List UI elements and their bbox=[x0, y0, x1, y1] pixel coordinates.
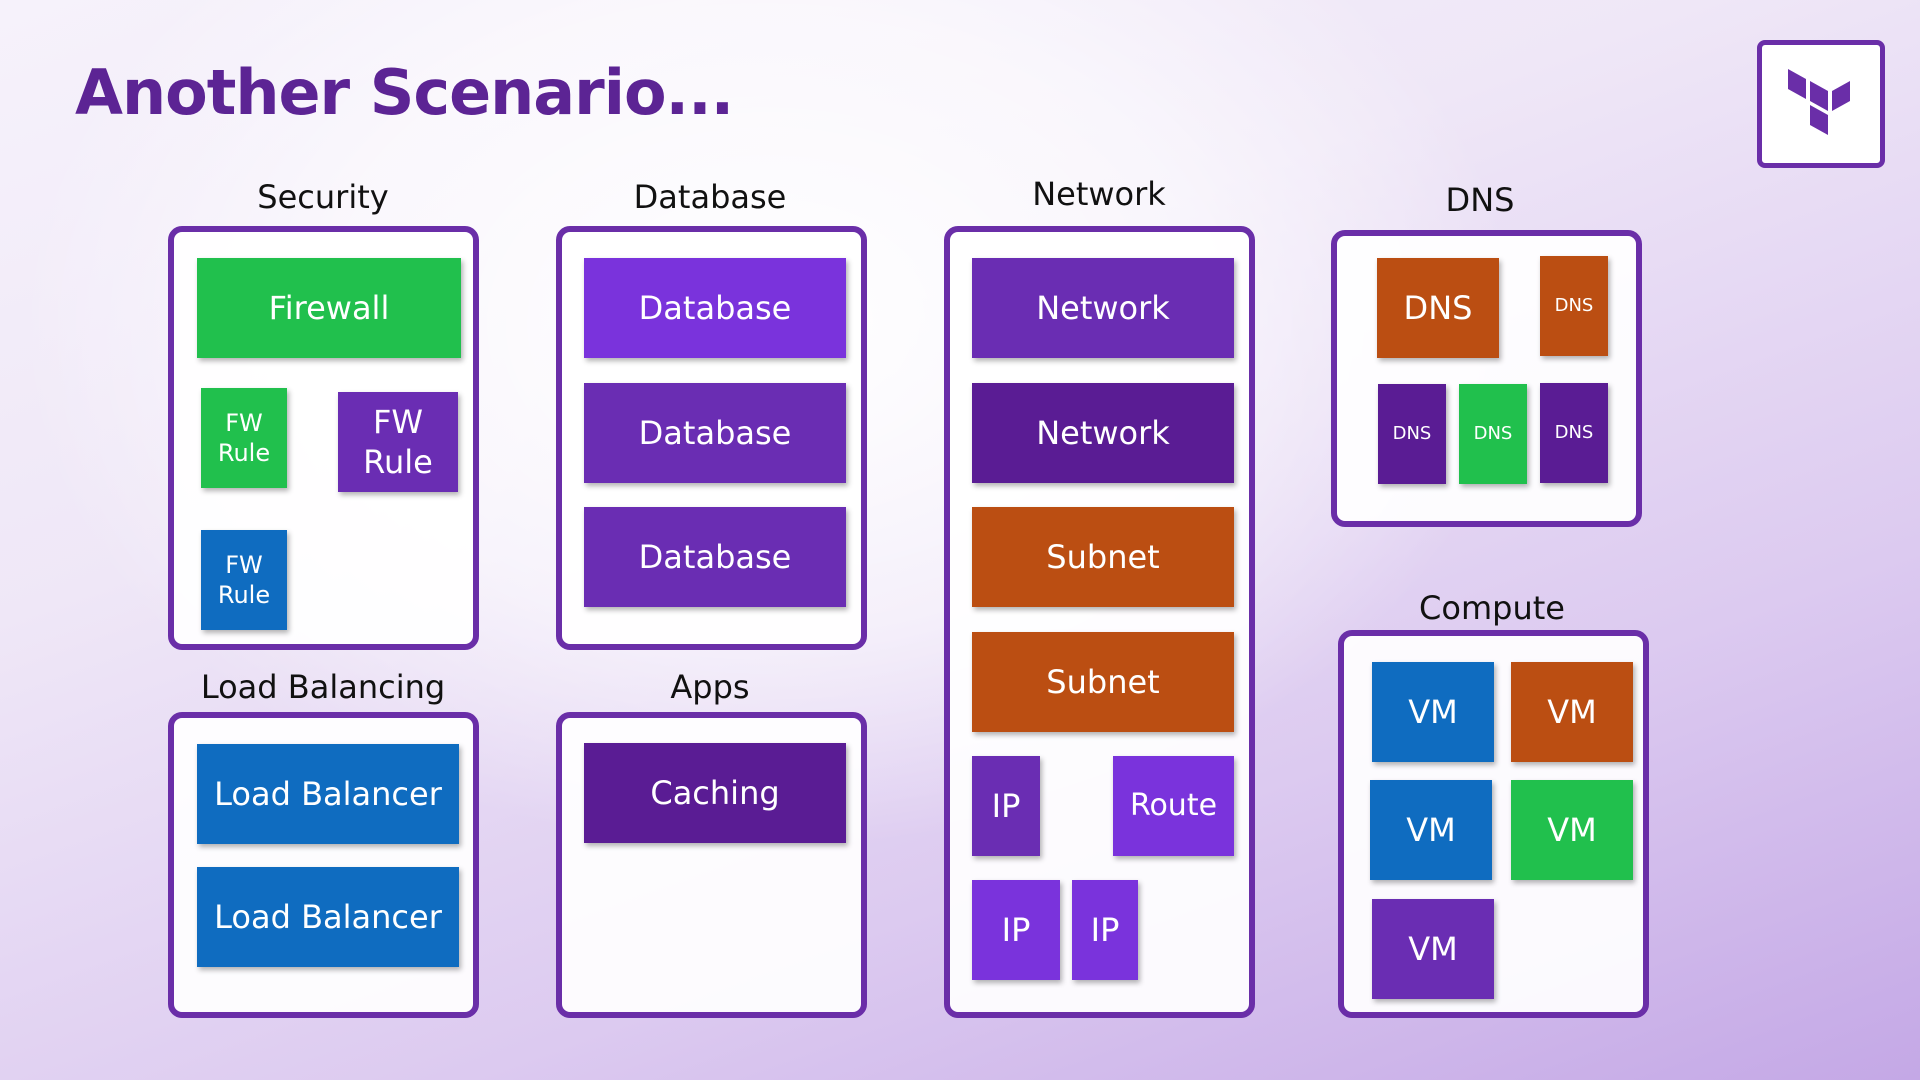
ip-block: IP bbox=[972, 880, 1060, 980]
slide-title: Another Scenario... bbox=[75, 56, 734, 129]
route-block: Route bbox=[1113, 756, 1234, 856]
terraform-logo-icon bbox=[1788, 69, 1850, 135]
firewall-block: Firewall bbox=[197, 258, 461, 358]
group-database: Database Database Database bbox=[556, 226, 867, 650]
caching-block: Caching bbox=[584, 743, 846, 843]
fw-rule-block: FW Rule bbox=[201, 530, 287, 630]
load-balancer-block: Load Balancer bbox=[197, 744, 459, 844]
group-network: Network Network Subnet Subnet IP Route I… bbox=[944, 226, 1255, 1018]
group-security: Firewall FW Rule FW Rule FW Rule bbox=[168, 226, 479, 650]
terraform-logo bbox=[1757, 40, 1885, 168]
dns-block: DNS bbox=[1459, 384, 1527, 484]
group-dns: DNS DNS DNS DNS DNS bbox=[1331, 230, 1642, 527]
vm-block: VM bbox=[1370, 780, 1492, 880]
group-label-database: Database bbox=[633, 178, 787, 216]
group-compute: VM VM VM VM VM bbox=[1338, 630, 1649, 1018]
group-label-apps: Apps bbox=[670, 668, 750, 706]
network-block: Network bbox=[972, 258, 1234, 358]
vm-block: VM bbox=[1511, 780, 1633, 880]
group-label-dns: DNS bbox=[1445, 181, 1515, 219]
group-label-compute: Compute bbox=[1419, 589, 1565, 627]
dns-block: DNS bbox=[1378, 384, 1446, 484]
subnet-block: Subnet bbox=[972, 632, 1234, 732]
subnet-block: Subnet bbox=[972, 507, 1234, 607]
dns-block: DNS bbox=[1540, 383, 1608, 483]
database-block: Database bbox=[584, 258, 846, 358]
ip-block: IP bbox=[1072, 880, 1138, 980]
group-load-balancing: Load Balancer Load Balancer bbox=[168, 712, 479, 1018]
fw-rule-block: FW Rule bbox=[201, 388, 287, 488]
vm-block: VM bbox=[1511, 662, 1633, 762]
group-apps: Caching bbox=[556, 712, 867, 1018]
ip-block: IP bbox=[972, 756, 1040, 856]
database-block: Database bbox=[584, 383, 846, 483]
group-label-load-balancing: Load Balancing bbox=[200, 668, 446, 706]
dns-block: DNS bbox=[1540, 256, 1608, 356]
network-block: Network bbox=[972, 383, 1234, 483]
vm-block: VM bbox=[1372, 899, 1494, 999]
group-label-security: Security bbox=[257, 178, 389, 216]
load-balancer-block: Load Balancer bbox=[197, 867, 459, 967]
fw-rule-block: FW Rule bbox=[338, 392, 458, 492]
database-block: Database bbox=[584, 507, 846, 607]
group-label-network: Network bbox=[1032, 175, 1166, 213]
dns-block: DNS bbox=[1377, 258, 1499, 358]
vm-block: VM bbox=[1372, 662, 1494, 762]
